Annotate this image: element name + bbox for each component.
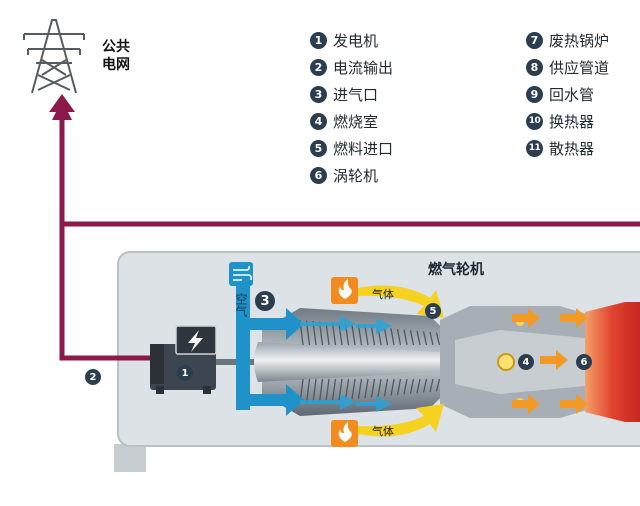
compressor-blade	[364, 378, 369, 399]
compressor-blade	[312, 378, 317, 403]
compressor-blade	[403, 378, 408, 395]
compressor-blade	[357, 378, 363, 399]
compressor-blade	[364, 325, 369, 346]
marker-generator: 1	[177, 365, 193, 381]
compressor-blade	[357, 325, 363, 346]
compressor-blade	[390, 378, 395, 396]
compressor-blade	[383, 378, 389, 397]
compressor-blade	[409, 378, 415, 394]
legend-label: 燃料进口	[333, 139, 394, 158]
public-grid-label: 公共 电网	[102, 38, 130, 74]
compressor-blade	[429, 331, 434, 346]
legend-label: 燃烧室	[333, 112, 379, 131]
air-streams	[300, 316, 392, 412]
compressor-blade	[435, 378, 441, 392]
compressor-blade	[422, 331, 428, 346]
compressor-blade	[318, 378, 324, 403]
compressor-blade	[383, 327, 389, 346]
legend-item: 11 散热器	[526, 137, 594, 159]
exhaust	[585, 302, 640, 422]
compressor-blade	[338, 378, 343, 401]
legend-label: 电流输出	[333, 58, 394, 77]
compressor-blade	[416, 378, 421, 394]
compressor-blade	[325, 378, 330, 402]
hot-gas-arrows	[512, 308, 588, 414]
compressor-blade	[435, 332, 441, 346]
legend-label: 涡轮机	[333, 166, 379, 185]
legend-item: 4 燃烧室	[310, 110, 378, 132]
legend-item: 3 进气口	[310, 83, 378, 105]
grid-label-line1: 公共	[102, 39, 130, 55]
legend-item: 1 发电机	[310, 29, 378, 51]
compressor-blade	[344, 378, 350, 400]
legend-label: 换热器	[549, 112, 595, 131]
compressor-blade	[305, 378, 311, 404]
lightning-icon	[188, 330, 203, 352]
compressor-blade	[409, 330, 415, 346]
compressor-blade	[331, 378, 337, 402]
compressor-blade	[325, 322, 330, 346]
power-arrow-head	[49, 94, 75, 112]
legend-number: 7	[526, 31, 543, 49]
grid-label-line2: 电网	[102, 57, 130, 73]
air-label: 空气	[234, 293, 248, 317]
gas-label-top: 气体	[372, 288, 394, 301]
gas-label-bottom: 气体	[372, 425, 394, 438]
legend-number: 9	[526, 85, 543, 103]
marker-intake: 3	[255, 291, 275, 311]
gas-flow	[358, 285, 444, 437]
legend-label: 回水管	[549, 85, 595, 104]
legend-item: 5 燃料进口	[310, 137, 393, 159]
legend-label: 废热锅炉	[549, 31, 610, 50]
legend-number: 5	[310, 139, 327, 157]
legend-item: 2 电流输出	[310, 56, 393, 78]
legend-number: 11	[526, 139, 543, 157]
legend-label: 散热器	[549, 139, 595, 158]
compressor-blade	[396, 328, 402, 346]
legend-item: 6 涡轮机	[310, 164, 378, 186]
legend-item: 10 换热器	[526, 110, 594, 132]
legend-number: 1	[310, 31, 327, 49]
flame-icon	[331, 277, 358, 447]
legend-number: 4	[310, 112, 327, 130]
compressor-blade	[331, 322, 337, 346]
wind-icon	[229, 262, 253, 286]
compressor-blades	[299, 319, 441, 405]
legend-item: 9 回水管	[526, 83, 594, 105]
power-line	[52, 100, 640, 361]
compressor	[254, 308, 455, 416]
compressor-blade	[351, 378, 356, 400]
legend-label: 供应管道	[549, 58, 610, 77]
marker-turbine: 6	[576, 354, 592, 370]
compressor-blade	[370, 326, 376, 346]
marker-combustor: 4	[518, 354, 534, 370]
marker-fuel: 5	[425, 303, 441, 319]
turbine-title: 燃气轮机	[428, 262, 484, 278]
compressor-blade	[416, 330, 421, 346]
marker-output: 2	[85, 369, 101, 385]
legend-label: 进气口	[333, 85, 379, 104]
air-flow	[236, 284, 304, 416]
legend-item: 7 废热锅炉	[526, 29, 609, 51]
legend-number: 2	[310, 58, 327, 76]
compressor-blade	[351, 324, 356, 346]
compressor-blade	[338, 323, 343, 346]
compressor-blade	[390, 328, 395, 346]
compressor-blade	[370, 378, 376, 398]
legend-number: 10	[526, 112, 543, 130]
legend-item: 8 供应管道	[526, 56, 609, 78]
compressor-blade	[403, 329, 408, 346]
legend-number: 3	[310, 85, 327, 103]
compressor-blade	[429, 378, 434, 393]
power-tower-icon	[23, 19, 85, 94]
compressor-blade	[396, 378, 402, 396]
compressor-blade	[422, 378, 428, 393]
compressor-blade	[377, 378, 382, 397]
legend-number: 8	[526, 58, 543, 76]
legend-label: 发电机	[333, 31, 379, 50]
legend-number: 6	[310, 166, 327, 184]
